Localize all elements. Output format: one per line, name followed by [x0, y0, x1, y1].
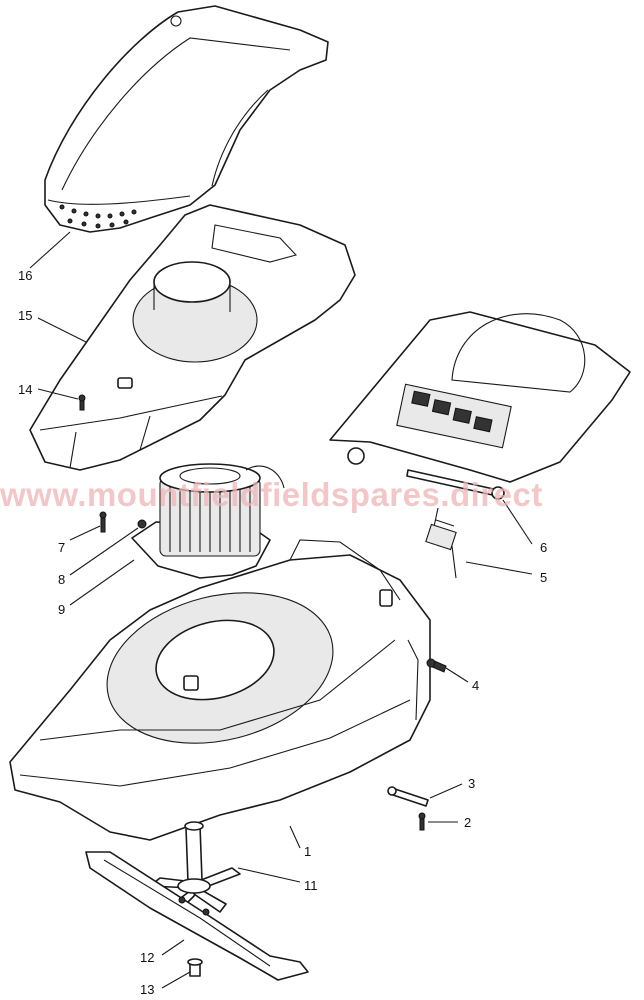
callout-11: 11	[304, 878, 318, 893]
callout-labels: 16 15 14 7 8 9 6 5 4 3 2 1 11 12 13	[18, 268, 547, 997]
callout-2: 2	[464, 815, 471, 830]
callout-6: 6	[540, 540, 547, 555]
callout-1: 1	[304, 844, 311, 859]
part-4-screw[interactable]	[426, 658, 447, 673]
callout-15: 15	[18, 308, 32, 323]
part-9-motor[interactable]	[131, 463, 285, 579]
part-7-screw[interactable]	[99, 511, 107, 533]
part-6-hinge-rod[interactable]	[406, 469, 505, 500]
callout-4: 4	[472, 678, 479, 693]
part-3-pin[interactable]	[387, 786, 429, 807]
callout-13: 13	[140, 982, 154, 997]
callout-12: 12	[140, 950, 154, 965]
part-12-blade[interactable]	[85, 851, 309, 981]
part-13-blade-bolt[interactable]	[187, 958, 203, 977]
part-8-washer[interactable]	[137, 519, 147, 529]
leader-lines	[29, 231, 533, 989]
callout-5: 5	[540, 570, 547, 585]
callout-3: 3	[468, 776, 475, 791]
callout-8: 8	[58, 572, 65, 587]
rear-flap[interactable]	[329, 311, 631, 483]
part-16-top-cover[interactable]	[44, 5, 329, 233]
callout-9: 9	[58, 602, 65, 617]
part-5-spring[interactable]	[425, 507, 457, 579]
part-14-screw[interactable]	[78, 394, 86, 411]
callout-14: 14	[18, 382, 32, 397]
part-2-screw[interactable]	[418, 812, 426, 831]
callout-16: 16	[18, 268, 32, 283]
part-15-upper-housing[interactable]	[29, 204, 356, 471]
part-1-deck[interactable]	[9, 539, 431, 841]
callout-7: 7	[58, 540, 65, 555]
